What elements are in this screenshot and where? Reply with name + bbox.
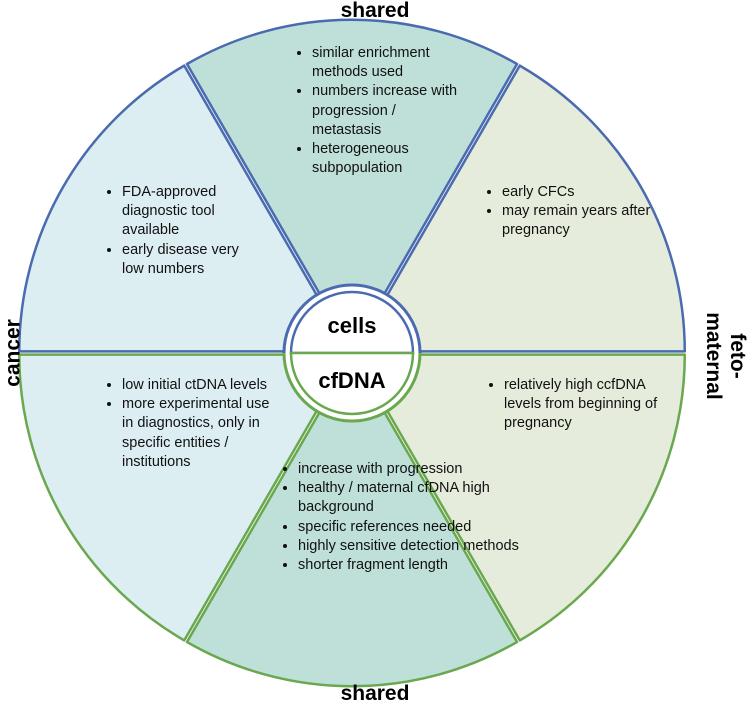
segment-shared-cells (185, 18, 519, 352)
label-feto-maternal-line2: maternal (702, 312, 725, 400)
segment-feto-maternal-cfdna (353, 353, 687, 642)
list-item: specific references needed (298, 518, 528, 537)
list-item: relatively high ccfDNA levels from begin… (504, 376, 659, 434)
cells-ring (282, 283, 422, 354)
cfdna-inner-ring (289, 351, 415, 416)
list-item: healthy / maternal cfDNA high background (298, 479, 528, 517)
cfdna-ring (282, 352, 422, 423)
label-cancer: cancer (1, 319, 25, 387)
list-item: similar enrichment methods used (312, 44, 462, 82)
cells-inner-ring (289, 290, 415, 355)
feto-maternal-cells-list: early CFCs may remain years after pregna… (480, 183, 652, 241)
segment-cancer-cells (17, 64, 351, 353)
list-item: early CFCs (502, 183, 652, 202)
list-item: shorter fragment length (298, 556, 528, 575)
label-shared-top: shared (340, 0, 410, 22)
feto-maternal-cfdna-list: relatively high ccfDNA levels from begin… (482, 376, 659, 434)
list-item: heterogeneous subpopulation (312, 140, 462, 178)
label-shared-bottom: shared (340, 682, 410, 705)
list-item: early disease very low numbers (122, 241, 262, 279)
center-circle (282, 283, 422, 423)
shared-cfdna-list: increase with progression healthy / mate… (276, 460, 528, 575)
list-item: increase with progression (298, 460, 528, 479)
segment-cancer-cfdna (17, 353, 351, 642)
segment-feto-maternal-cells (353, 64, 687, 353)
list-item: may remain years after pregnancy (502, 202, 652, 240)
cancer-cells-list: FDA-approved diagnostic tool available e… (100, 183, 262, 279)
list-item: more experimental use in diagnostics, on… (122, 395, 270, 472)
list-item: low initial ctDNA levels (122, 376, 270, 395)
label-feto-maternal: feto- maternal (701, 312, 749, 400)
segment-shared-cfdna (185, 354, 519, 688)
label-feto-maternal-line1: feto- (726, 333, 749, 379)
cancer-cfdna-list: low initial ctDNA levels more experiment… (100, 376, 270, 472)
list-item: FDA-approved diagnostic tool available (122, 183, 262, 241)
shared-cells-list: similar enrichment methods used numbers … (290, 44, 462, 178)
list-item: highly sensitive detection methods (298, 537, 528, 556)
cells-label: cells (327, 313, 377, 338)
list-item: numbers increase with progression / meta… (312, 82, 462, 140)
cfdna-label: cfDNA (318, 368, 386, 393)
